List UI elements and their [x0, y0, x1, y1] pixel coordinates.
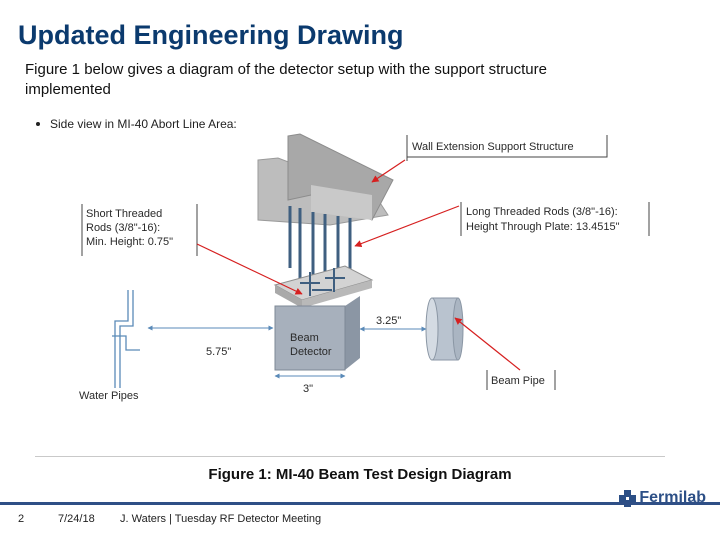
wall-support-arrow: [371, 159, 406, 183]
beam-detector-label-line2: Detector: [290, 346, 332, 358]
fermilab-logo-text: Fermilab: [639, 489, 706, 506]
footer-meeting: J. Waters | Tuesday RF Detector Meeting: [120, 513, 322, 525]
fermilab-logo: Fermilab: [619, 489, 706, 507]
beam-detector: [274, 296, 360, 371]
page-number: 2: [18, 513, 25, 525]
short-rods-arrow: [196, 243, 303, 295]
beam-pipe-label: Beam Pipe: [491, 375, 545, 387]
long-rods-arrow: [354, 205, 460, 248]
long-rods-label-line2: Height Through Plate: 13.4515": [466, 221, 620, 233]
diagram-subtitle: Side view in MI-40 Abort Line Area:: [50, 117, 237, 131]
long-rods-label-line1: Long Threaded Rods (3/8"-16):: [466, 206, 618, 218]
dimension-575-label: 5.75": [206, 346, 231, 358]
footer-date: 7/24/18: [58, 513, 95, 525]
intro-text: Figure 1 below gives a diagram of the de…: [25, 61, 547, 98]
beam-detector-label-line1: Beam: [290, 332, 319, 344]
footer-divider: [0, 502, 720, 505]
caption-divider: [35, 456, 665, 457]
wall-extension-support: [257, 133, 394, 226]
beam-pipe-arrow: [454, 317, 521, 371]
fermilab-logo-icon: [619, 489, 637, 507]
short-rods-label-line3: Min. Height: 0.75": [86, 236, 173, 248]
callout-wall-support: [406, 135, 608, 161]
water-pipes: [112, 290, 140, 388]
wall-support-label: Wall Extension Support Structure: [412, 141, 574, 153]
short-rods-label-line2: Rods (3/8"-16):: [86, 222, 160, 234]
water-pipes-label: Water Pipes: [79, 390, 139, 402]
slide-title: Updated Engineering Drawing: [18, 20, 404, 50]
bullet-dot: [36, 122, 40, 126]
beam-pipe: [425, 297, 464, 361]
dimension-3-label: 3": [303, 383, 313, 395]
short-rods-label-line1: Short Threaded: [86, 208, 162, 220]
dimension-325-label: 3.25": [376, 315, 401, 327]
figure-caption: Figure 1: MI-40 Beam Test Design Diagram: [208, 466, 512, 483]
